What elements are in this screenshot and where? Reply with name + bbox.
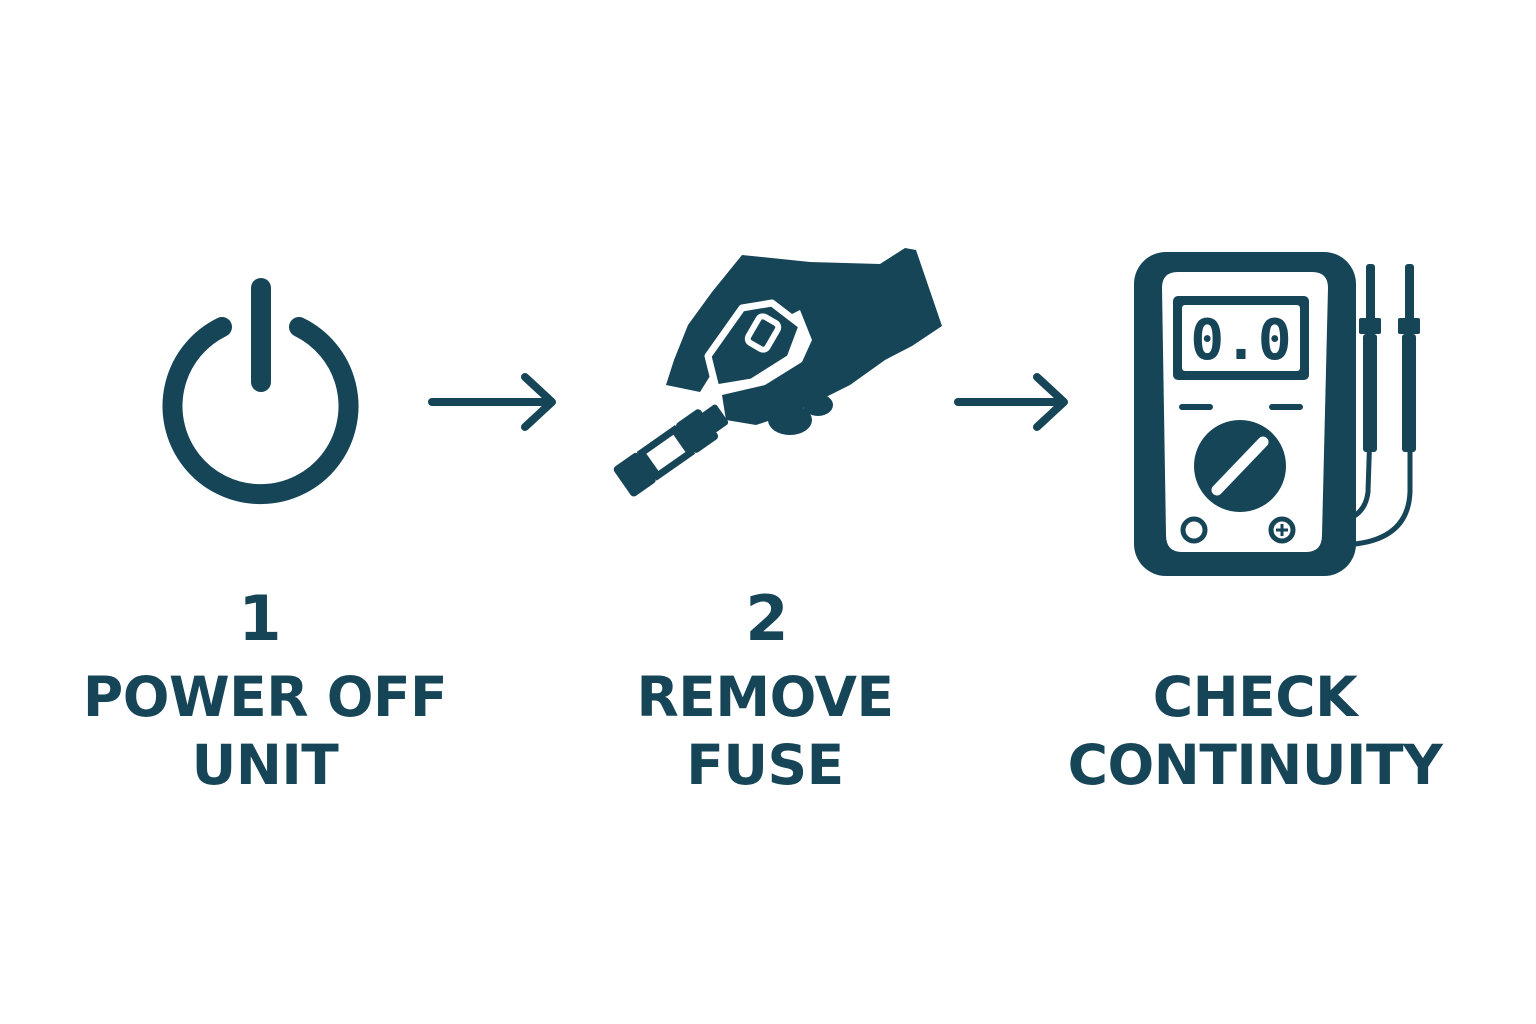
arrow-right-icon [428,373,556,431]
arrow-right-icon [954,373,1068,431]
step-1-label: POWER OFF UNIT [60,663,470,799]
multimeter-display-reading: 0.0 [1190,308,1291,373]
step-3-label-line-2: CONTINUITY [1067,733,1443,797]
hand-removing-fuse-icon [613,248,942,497]
step-1-label-line-1: POWER OFF [82,665,448,729]
step-1-label-line-2: UNIT [191,733,339,797]
step-2-label-line-1: REMOVE [636,665,894,729]
step-3-label-line-1: CHECK [1152,665,1358,729]
step-2-label: REMOVE FUSE [560,663,970,799]
step-1-number: 1 [238,582,282,655]
multimeter-icon: 0.0 [1134,252,1420,576]
step-2-number: 2 [745,582,789,655]
step-2-label-line-2: FUSE [686,733,844,797]
step-3-label: CHECK CONTINUITY [1040,663,1470,799]
power-icon [162,278,359,505]
